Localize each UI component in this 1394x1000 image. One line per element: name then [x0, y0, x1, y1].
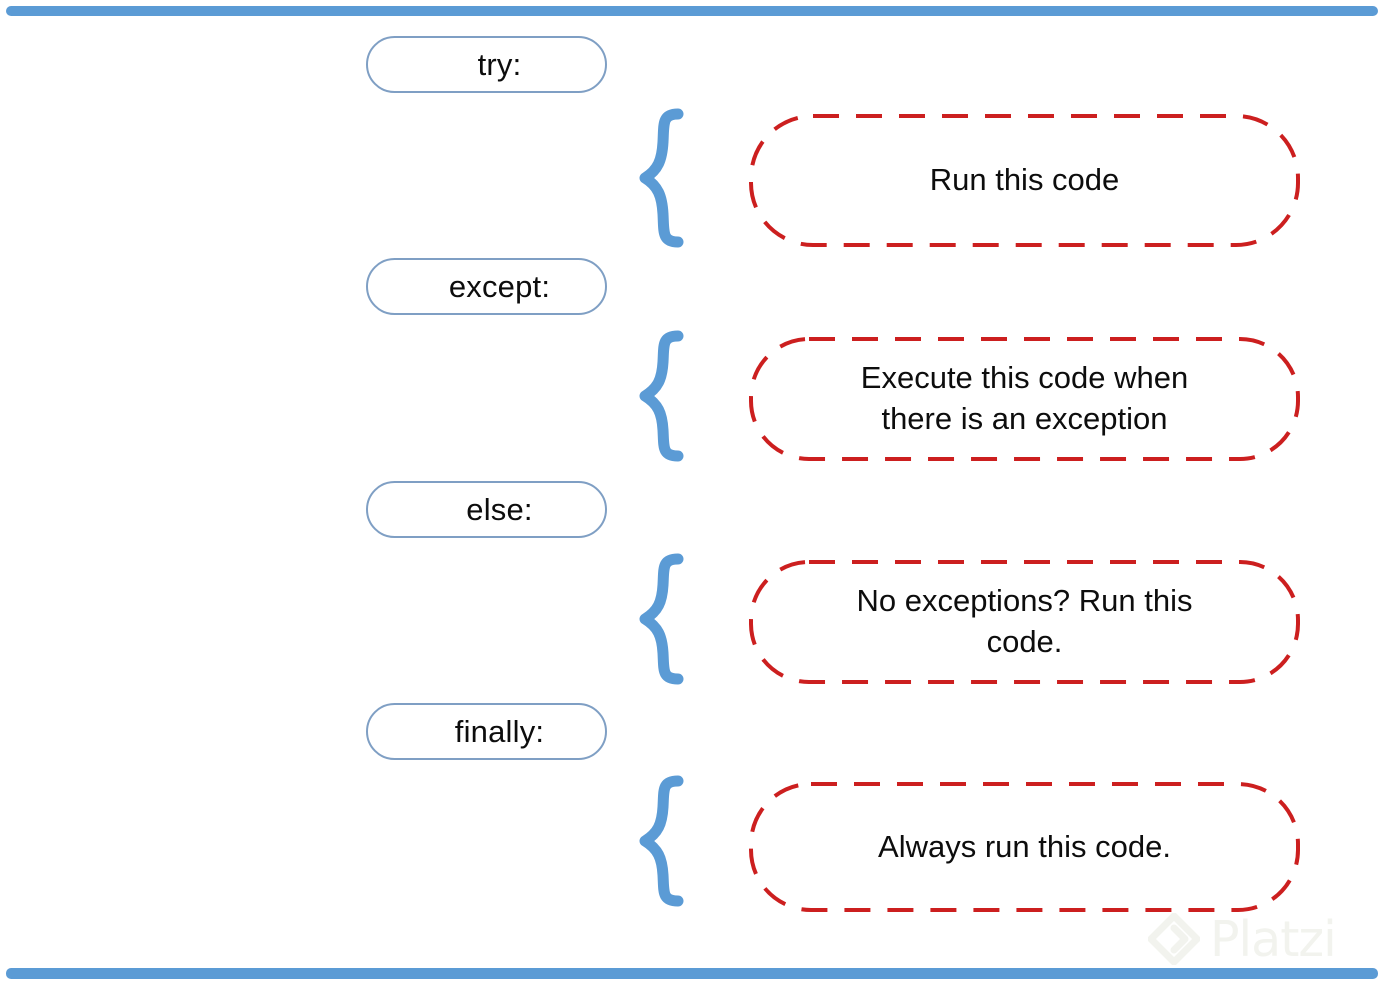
- callout-box-try: Run this code: [748, 113, 1301, 248]
- callout-box-except: Execute this code when there is an except…: [748, 336, 1301, 462]
- callout-line: No exceptions? Run this: [856, 583, 1193, 619]
- callout-line: code.: [986, 624, 1063, 659]
- dashed-frame-finally: [748, 781, 1301, 913]
- dashed-frame-except: [748, 336, 1301, 462]
- callout-line: Execute this code when: [860, 360, 1189, 396]
- keyword-label-finally: finally:: [454, 714, 545, 749]
- platzi-wordmark: Platzi: [1210, 910, 1337, 968]
- brace-icon-else: [638, 553, 684, 685]
- brace-icon-finally: [638, 775, 684, 907]
- callout-box-else: No exceptions? Run this code.: [748, 559, 1301, 685]
- callout-text-try: Run this code: [929, 162, 1120, 198]
- brace-icon-except: [638, 330, 684, 462]
- callout-line: there is an exception: [881, 401, 1168, 436]
- keyword-pill-else[interactable]: else:: [366, 481, 607, 538]
- keyword-pill-finally[interactable]: finally:: [366, 703, 607, 760]
- callout-text-else: No exceptions? Run this code.: [804, 581, 1244, 663]
- keyword-label-try: try:: [477, 47, 522, 82]
- keyword-pill-except[interactable]: except:: [366, 258, 607, 315]
- keyword-pill-try[interactable]: try:: [366, 36, 607, 93]
- keyword-label-except: except:: [448, 269, 551, 304]
- platzi-watermark: Platzi: [1148, 908, 1388, 970]
- brace-icon-try: [638, 108, 684, 248]
- dashed-frame-else: [748, 559, 1301, 685]
- callout-text-except: Execute this code when there is an except…: [809, 358, 1240, 440]
- dashed-frame-try: [748, 113, 1301, 248]
- bottom-divider-bar: [6, 968, 1378, 979]
- platzi-diamond-icon: [1148, 913, 1200, 965]
- callout-text-finally: Always run this code.: [878, 828, 1171, 864]
- keyword-label-else: else:: [466, 492, 533, 527]
- callout-box-finally: Always run this code.: [748, 781, 1301, 913]
- top-divider-bar: [6, 6, 1378, 16]
